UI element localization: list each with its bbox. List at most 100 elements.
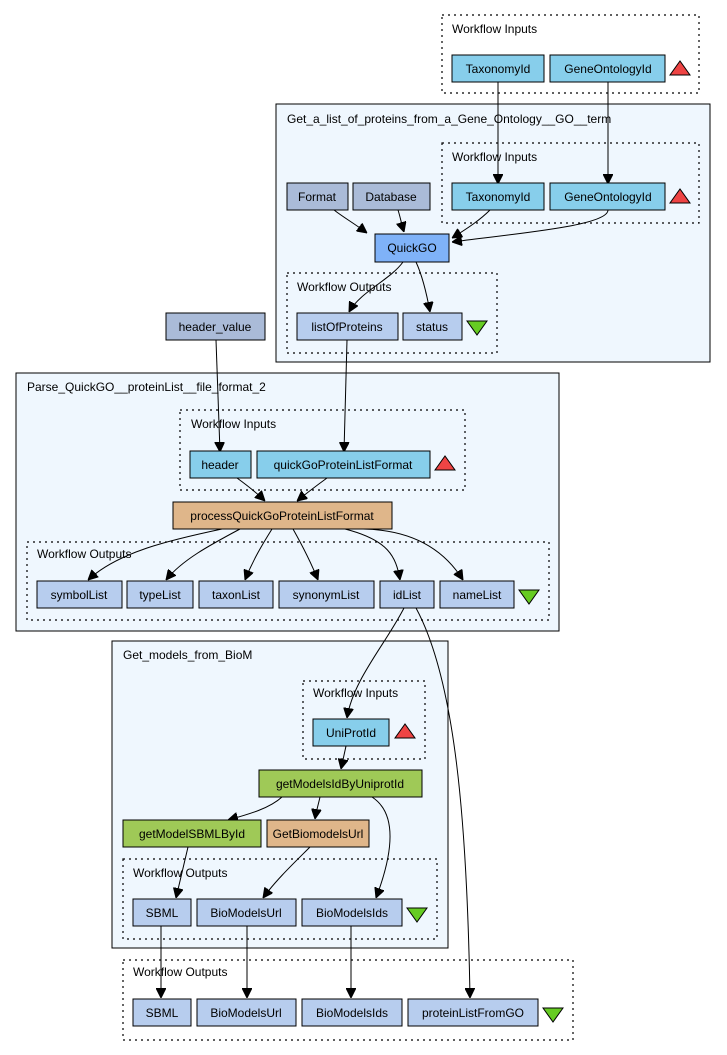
biom-outputs-border	[122, 858, 438, 940]
edge-database-to-quickgo	[398, 209, 404, 232]
top-inputs-title: Workflow Inputs	[452, 22, 537, 36]
svg-text:SBML: SBML	[146, 1006, 179, 1020]
node-taxon-list[interactable]: taxonList	[198, 580, 274, 609]
svg-text:BioModelsUrl: BioModelsUrl	[210, 906, 281, 920]
svg-text:GetBiomodelsUrl: GetBiomodelsUrl	[273, 827, 364, 841]
svg-text:processQuickGoProteinListForma: processQuickGoProteinListFormat	[190, 509, 374, 523]
svg-text:TaxonomyId: TaxonomyId	[466, 62, 531, 76]
edge-taxonomy-to-quickgo	[452, 209, 491, 238]
edge-process-to-synonymlist	[292, 528, 318, 580]
node-top-geneontology[interactable]: GeneOntologyId	[549, 54, 666, 83]
svg-text:BioModelsIds: BioModelsIds	[316, 906, 388, 920]
node-uniprot-id[interactable]: UniProtId	[312, 718, 390, 747]
biom-inputs-marker-icon	[394, 723, 416, 739]
svg-text:UniProtId: UniProtId	[326, 726, 376, 740]
node-in-geneontology[interactable]: GeneOntologyId	[549, 182, 666, 211]
biom-inputs-title: Workflow Inputs	[313, 686, 398, 700]
edge-quickgoproteinlistformat-to-process	[297, 477, 328, 501]
top-workflow-inputs: Workflow Inputs	[441, 14, 700, 94]
svg-text:QuickGO: QuickGO	[387, 241, 436, 255]
svg-text:header: header	[201, 458, 238, 472]
edge-getmodelsbml-to-sbml	[176, 846, 189, 898]
biom-title: Get_models_from_BioM	[123, 648, 252, 662]
svg-text:TaxonomyId: TaxonomyId	[466, 190, 531, 204]
edge-format-to-quickgo	[333, 209, 367, 233]
biom-outputs-title: Workflow Outputs	[133, 866, 227, 880]
edge-process-to-taxonlist	[245, 528, 273, 580]
node-name-list[interactable]: nameList	[439, 580, 515, 609]
parse-outputs-marker-icon	[518, 589, 540, 605]
svg-text:typeList: typeList	[139, 588, 181, 602]
svg-text:header_value: header_value	[179, 320, 252, 334]
parse-inputs-border	[179, 409, 466, 491]
node-biom-biomodels-ids[interactable]: BioModelsIds	[301, 898, 403, 927]
get-list-inputs-title: Workflow Inputs	[452, 150, 537, 164]
node-id-list[interactable]: idList	[379, 580, 435, 609]
node-quickgo-protein-list-format[interactable]: quickGoProteinListFormat	[256, 450, 431, 479]
node-biom-sbml[interactable]: SBML	[132, 898, 192, 927]
node-format[interactable]: Format	[286, 182, 349, 211]
svg-text:GeneOntologyId: GeneOntologyId	[564, 190, 651, 204]
node-get-model-sbml[interactable]: getModelSBMLById	[122, 819, 262, 848]
parse-inputs-marker-icon	[434, 455, 456, 471]
edge-getmodelsid-to-getbiomodelsurl	[315, 796, 320, 819]
node-list-of-proteins[interactable]: listOfProteins	[296, 312, 399, 341]
node-header-value[interactable]: header_value	[165, 312, 266, 341]
node-quickgo[interactable]: QuickGO	[374, 233, 450, 263]
get-list-outputs-title: Workflow Outputs	[297, 280, 391, 294]
edge-idlist-to-proteinlistfromgo	[415, 607, 470, 998]
node-synonym-list[interactable]: synonymList	[278, 580, 375, 609]
biom-inputs-border	[302, 680, 426, 760]
edge-geneontology-to-quickgo	[452, 209, 609, 242]
node-out-protein-list[interactable]: proteinListFromGO	[407, 998, 539, 1027]
final-outputs-marker-icon	[542, 1007, 564, 1023]
node-in-taxonomy[interactable]: TaxonomyId	[451, 182, 545, 211]
node-out-biomodels-url[interactable]: BioModelsUrl	[196, 998, 297, 1027]
get-list-outputs-marker-icon	[466, 320, 488, 336]
final-outputs-border	[122, 959, 574, 1041]
final-workflow-outputs: Workflow Outputs	[122, 959, 574, 1041]
node-database[interactable]: Database	[352, 182, 431, 211]
svg-text:getModelSBMLById: getModelSBMLById	[139, 827, 245, 841]
svg-text:quickGoProteinListFormat: quickGoProteinListFormat	[274, 458, 413, 472]
svg-text:status: status	[416, 320, 448, 334]
node-type-list[interactable]: typeList	[126, 580, 194, 609]
node-biom-biomodels-url[interactable]: BioModelsUrl	[196, 898, 297, 927]
node-status[interactable]: status	[402, 312, 463, 341]
node-get-biomodels-url[interactable]: GetBiomodelsUrl	[266, 819, 370, 848]
edges	[88, 82, 608, 998]
svg-text:idList: idList	[393, 588, 422, 602]
node-get-models-id[interactable]: getModelsIdByUniprotId	[258, 769, 423, 798]
edge-header-value-to-header	[216, 339, 220, 452]
svg-text:getModelsIdByUniprotId: getModelsIdByUniprotId	[276, 777, 404, 791]
edge-process-to-idlist	[344, 528, 400, 580]
node-out-sbml[interactable]: SBML	[132, 998, 192, 1027]
nodes: TaxonomyId GeneOntologyId Format Databas…	[36, 54, 691, 1027]
edge-uniprotid-to-getmodelsid	[341, 745, 346, 769]
parse-title: Parse_QuickGO__proteinList__file_format_…	[27, 380, 266, 394]
node-symbol-list[interactable]: symbolList	[36, 580, 123, 609]
top-inputs-marker-icon	[669, 60, 691, 76]
parse-inputs-title: Workflow Inputs	[191, 417, 276, 431]
edge-process-to-namelist	[362, 528, 463, 580]
node-out-biomodels-ids[interactable]: BioModelsIds	[301, 998, 403, 1027]
node-process[interactable]: processQuickGoProteinListFormat	[172, 501, 393, 530]
node-top-taxonomy[interactable]: TaxonomyId	[451, 54, 545, 83]
edge-quickgo-to-listofproteins	[349, 261, 404, 312]
svg-text:taxonList: taxonList	[212, 588, 261, 602]
edge-idlist-to-uniprotid	[347, 607, 405, 718]
svg-text:symbolList: symbolList	[51, 588, 108, 602]
svg-text:proteinListFromGO: proteinListFromGO	[422, 1006, 524, 1020]
svg-text:listOfProteins: listOfProteins	[311, 320, 382, 334]
node-header[interactable]: header	[189, 450, 252, 479]
edge-header-to-process	[236, 477, 265, 501]
edge-getmodelsid-to-getmodelsbml	[228, 796, 283, 820]
svg-text:Database: Database	[365, 190, 417, 204]
get-list-inputs-marker-icon	[669, 188, 691, 204]
svg-text:BioModelsIds: BioModelsIds	[316, 1006, 388, 1020]
svg-text:SBML: SBML	[146, 906, 179, 920]
edge-process-to-typelist	[166, 528, 241, 580]
svg-text:GeneOntologyId: GeneOntologyId	[564, 62, 651, 76]
edge-listofproteins-to-quickgoproteinlistformat	[344, 339, 347, 452]
